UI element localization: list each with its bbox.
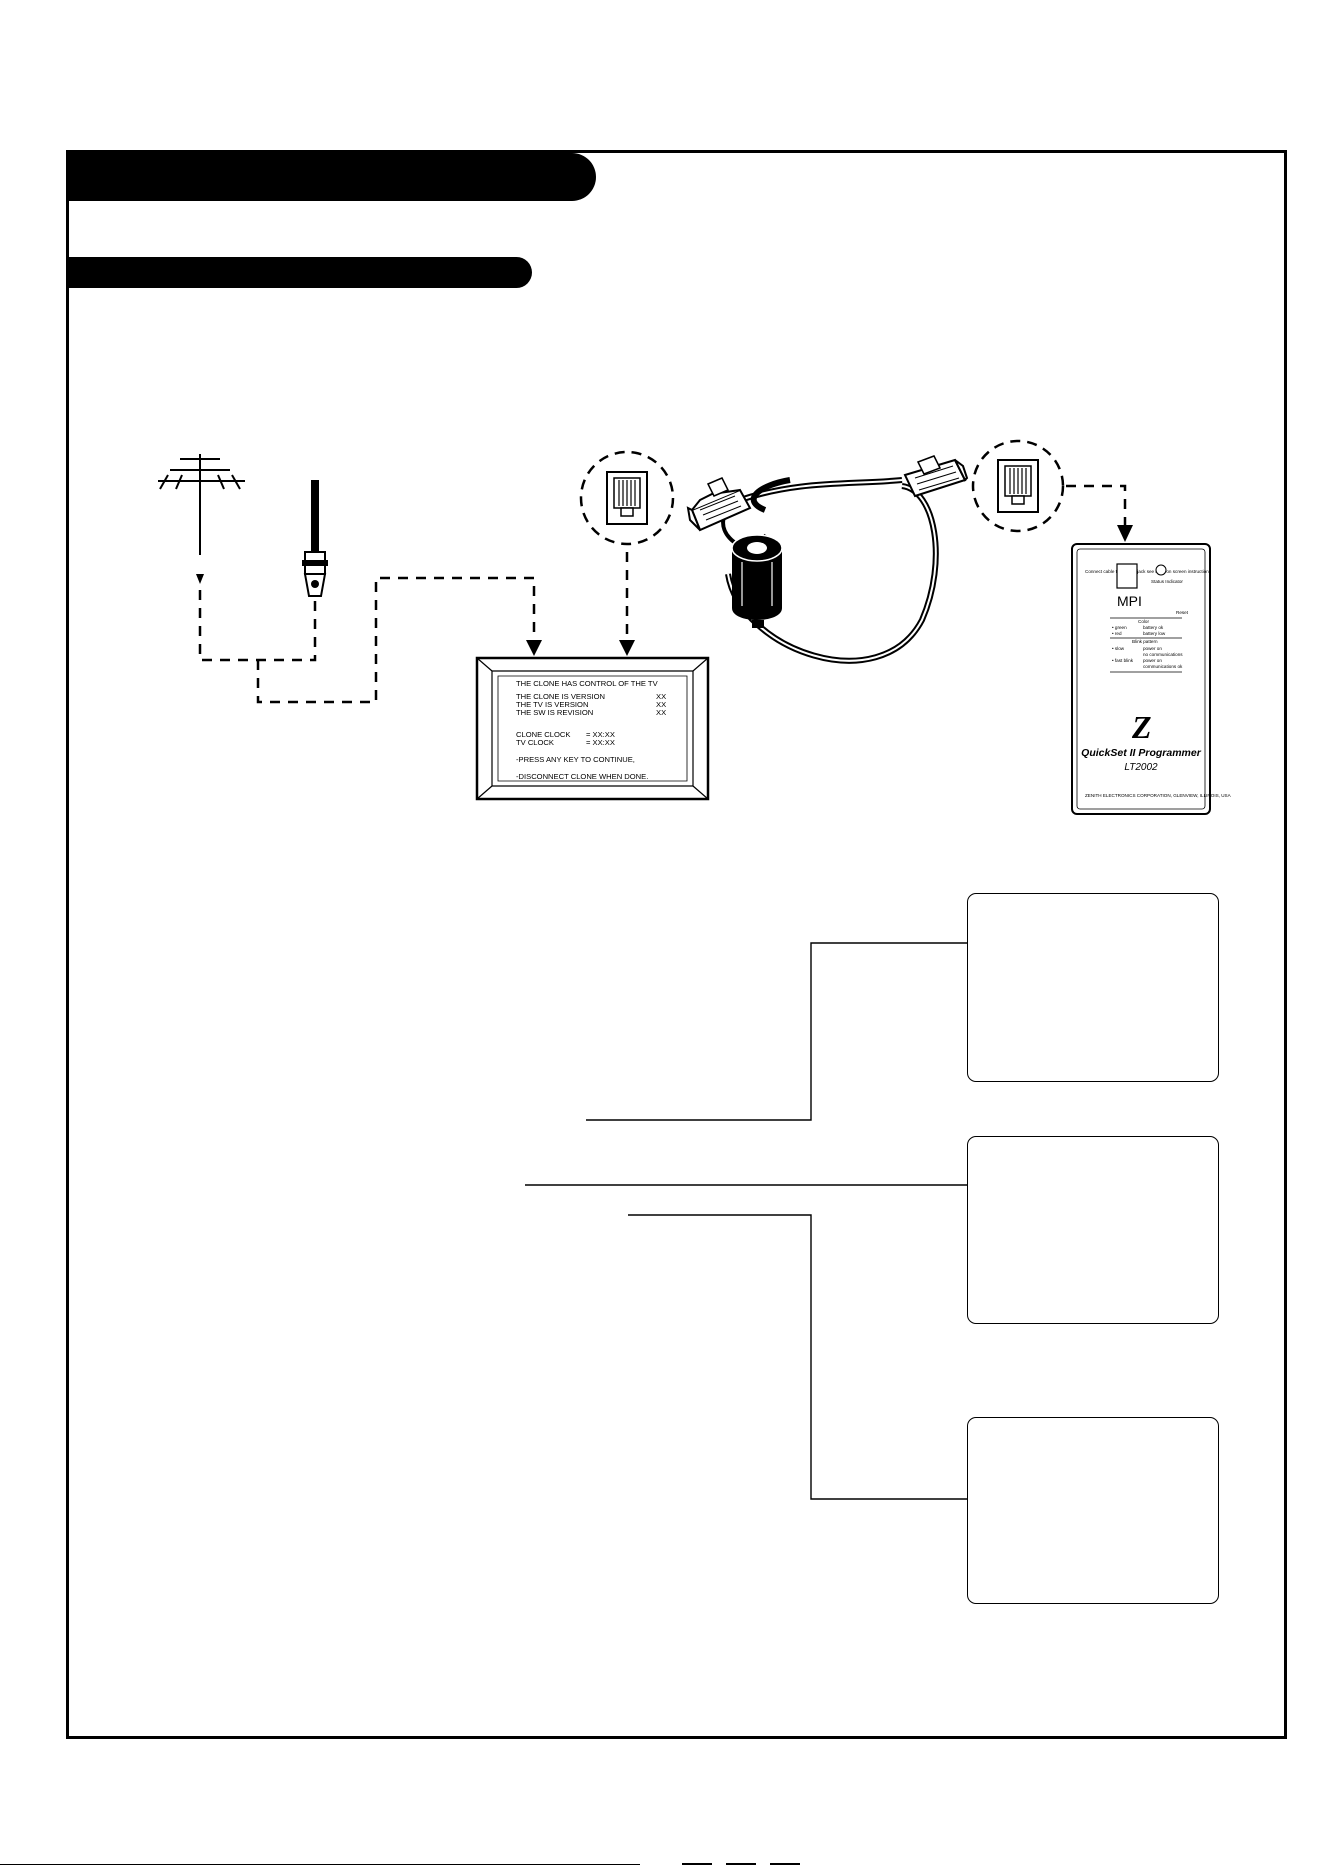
slow-desc: power on <box>1143 646 1162 651</box>
rf-wiring <box>198 552 629 704</box>
programmer-mpi-jack-icon <box>971 439 1065 533</box>
slow-desc-2: no communications <box>1143 652 1183 657</box>
section-subtitle-banner <box>66 257 532 288</box>
status-indicator-label: Status Indicator <box>1151 579 1183 584</box>
manufacturer-line: ZENITH ELECTRONICS CORPORATION, GLENVIEW… <box>1085 793 1232 798</box>
antenna-icon <box>158 454 245 584</box>
footer-rule <box>0 1864 640 1865</box>
red-desc: battery low <box>1143 631 1166 636</box>
programmer-connect-note: Connect cable to TV MPI jack see label o… <box>1085 569 1210 574</box>
callout-box-3 <box>967 1417 1219 1604</box>
footer-mark <box>682 1863 712 1865</box>
callout-box-2 <box>967 1136 1219 1324</box>
mpi-port <box>1116 563 1138 589</box>
status-indicator-led <box>1155 564 1167 576</box>
tv-value-tv-clock: = XX:XX <box>586 738 615 747</box>
callout-box-1 <box>967 893 1219 1082</box>
fast-desc-2: communications ok <box>1143 664 1183 669</box>
tv-line-tv-clock: TV CLOCK <box>516 738 554 747</box>
tv-line-disconnect: -DISCONNECT CLONE WHEN DONE. <box>516 772 648 781</box>
page-frame <box>66 150 1287 1739</box>
footer-mark <box>770 1863 800 1865</box>
coax-cable-icon <box>302 480 328 597</box>
tv-line-press-key: -PRESS ANY KEY TO CONTINUE, <box>516 755 635 764</box>
left-rj-plug-icon <box>686 477 752 532</box>
tv-value-clone-clock: = XX:XX <box>586 730 615 739</box>
right-rj-plug-icon <box>903 455 969 498</box>
zenith-logo: Z <box>1131 709 1152 745</box>
color-header: Color <box>1138 619 1149 624</box>
tv-line-clone-clock: CLONE CLOCK <box>516 730 570 739</box>
tv-mpi-jack-icon <box>579 450 675 546</box>
tv-value-clone-version: XX <box>656 692 666 701</box>
mpi-cable-icon <box>721 477 939 664</box>
programmer-wiring <box>1066 484 1133 542</box>
tv-line-sw-revision: THE SW IS REVISION <box>516 708 593 717</box>
blink-header: Blink pattern <box>1132 639 1158 644</box>
fast-label: • fast blink <box>1112 658 1134 663</box>
reset-label: Reset <box>1176 610 1189 615</box>
red-label: • red <box>1112 631 1122 636</box>
tv-line-clone-version: THE CLONE IS VERSION <box>516 692 605 701</box>
quickset-programmer-device: Connect cable to TV MPI jack see label o… <box>1071 543 1232 815</box>
slow-label: • slow <box>1112 646 1125 651</box>
tv-screen: THE CLONE HAS CONTROL OF THE TV THE CLON… <box>475 656 710 801</box>
tv-value-sw-revision: XX <box>656 708 666 717</box>
footer-mark <box>726 1863 756 1865</box>
tv-value-tv-version: XX <box>656 700 666 709</box>
callout-leader-lines <box>525 942 970 1500</box>
arrowheads <box>526 640 635 656</box>
product-model: LT2002 <box>1124 762 1158 773</box>
footer-marks <box>682 1863 800 1867</box>
mpi-jack-label: MPI <box>1117 593 1142 609</box>
green-desc: battery ok <box>1143 625 1164 630</box>
section-title-banner <box>66 153 596 201</box>
fast-desc: power on <box>1143 658 1162 663</box>
tv-line-tv-version: THE TV IS VERSION <box>516 700 588 709</box>
green-label: • green <box>1112 625 1127 630</box>
product-name: QuickSet II Programmer <box>1081 747 1202 759</box>
tv-line-clone-control: THE CLONE HAS CONTROL OF THE TV <box>516 679 659 688</box>
